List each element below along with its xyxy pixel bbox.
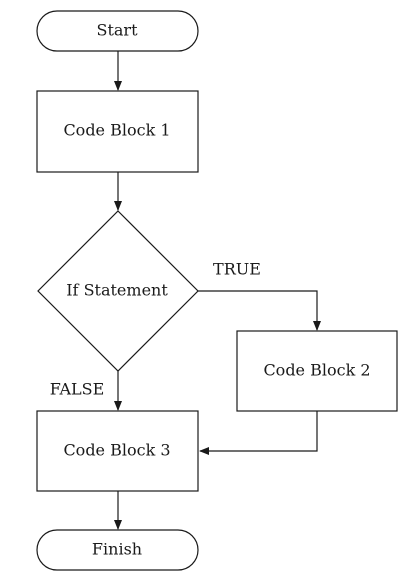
code-block-3-node: Code Block 3 [36,410,199,492]
if-statement-label: If Statement [66,281,168,300]
false-branch-label: FALSE [50,380,105,399]
start-label: Start [96,21,138,40]
edge-block2-to-block3 [199,411,318,455]
code-block-2-node: Code Block 2 [236,330,398,412]
if-statement-node: If Statement [37,210,199,372]
finish-label: Finish [92,540,142,559]
code-block-2-label: Code Block 2 [263,361,370,380]
code-block-1-node: Code Block 1 [36,90,199,173]
edge-if-true-to-block2 [198,290,321,331]
true-branch-label: TRUE [213,260,261,279]
code-block-3-label: Code Block 3 [63,441,170,460]
finish-node: Finish [36,529,199,571]
start-node: Start [36,10,199,52]
code-block-1-label: Code Block 1 [63,121,170,140]
